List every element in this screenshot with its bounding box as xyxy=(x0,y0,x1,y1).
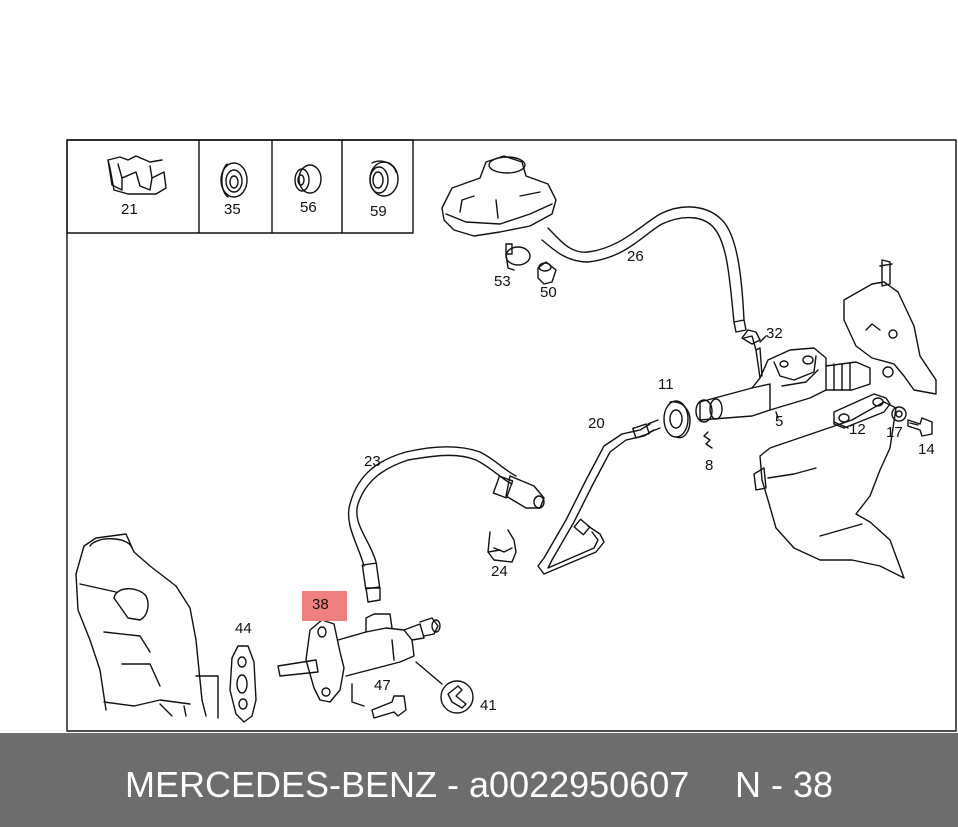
label-part-8: 8 xyxy=(705,457,714,474)
label-part-32: 32 xyxy=(766,325,783,342)
gearbox-housing xyxy=(75,533,219,719)
master-cylinder-5 xyxy=(695,335,871,423)
part-14-bolt xyxy=(907,417,933,437)
footer-position-label: N - 38 xyxy=(735,764,834,805)
part-32-cap xyxy=(741,329,761,345)
part-53-clamp xyxy=(505,243,531,271)
part-17-washer xyxy=(891,406,907,422)
label-part-20: 20 xyxy=(588,415,605,432)
part-59-grommet xyxy=(369,160,399,197)
part-11-seal xyxy=(663,400,691,439)
label-part-5: 5 xyxy=(775,413,784,430)
footer-brand-part-number: MERCEDES-BENZ - a0022950607 xyxy=(125,764,690,805)
label-part-47: 47 xyxy=(374,677,391,694)
label-part-14: 14 xyxy=(918,441,935,458)
label-part-59: 59 xyxy=(370,203,387,220)
label-part-26: 26 xyxy=(627,248,644,265)
diagram-border xyxy=(66,139,957,732)
label-part-23: 23 xyxy=(364,453,381,470)
part-38-slave-cylinder xyxy=(277,613,441,703)
footer-bar xyxy=(0,733,958,827)
reservoir xyxy=(441,155,557,237)
label-part-12: 12 xyxy=(849,421,866,438)
label-part-53: 53 xyxy=(494,273,511,290)
label-part-21: 21 xyxy=(121,201,138,218)
label-part-38-highlighted: 38 xyxy=(312,596,329,613)
part-24-bracket xyxy=(487,529,517,563)
part-56-grommet xyxy=(294,164,322,194)
hose-26-inner xyxy=(541,217,735,323)
inset-panel xyxy=(66,139,414,234)
part-44-gasket xyxy=(229,645,257,723)
label-part-41: 41 xyxy=(480,697,497,714)
pedal-bracket xyxy=(753,259,937,579)
hose-26-outer xyxy=(547,206,745,321)
part-50-cap xyxy=(537,261,557,285)
part-47-bolt xyxy=(351,683,407,719)
part-35-grommet xyxy=(220,162,248,198)
brake-line-20 xyxy=(537,419,661,575)
label-part-11: 11 xyxy=(658,376,674,393)
label-part-56: 56 xyxy=(300,199,317,216)
highlighted-part-marker[interactable] xyxy=(302,591,347,621)
hose-23 xyxy=(347,446,545,603)
part-21-clip xyxy=(107,155,167,195)
label-part-50: 50 xyxy=(540,284,557,301)
part-8-pin xyxy=(703,431,713,449)
part-12-link xyxy=(833,393,891,429)
label-part-44: 44 xyxy=(235,620,252,637)
label-part-17: 17 xyxy=(886,424,903,441)
label-part-35: 35 xyxy=(224,201,241,218)
label-part-24: 24 xyxy=(491,563,508,580)
part-41-tool xyxy=(415,661,474,714)
